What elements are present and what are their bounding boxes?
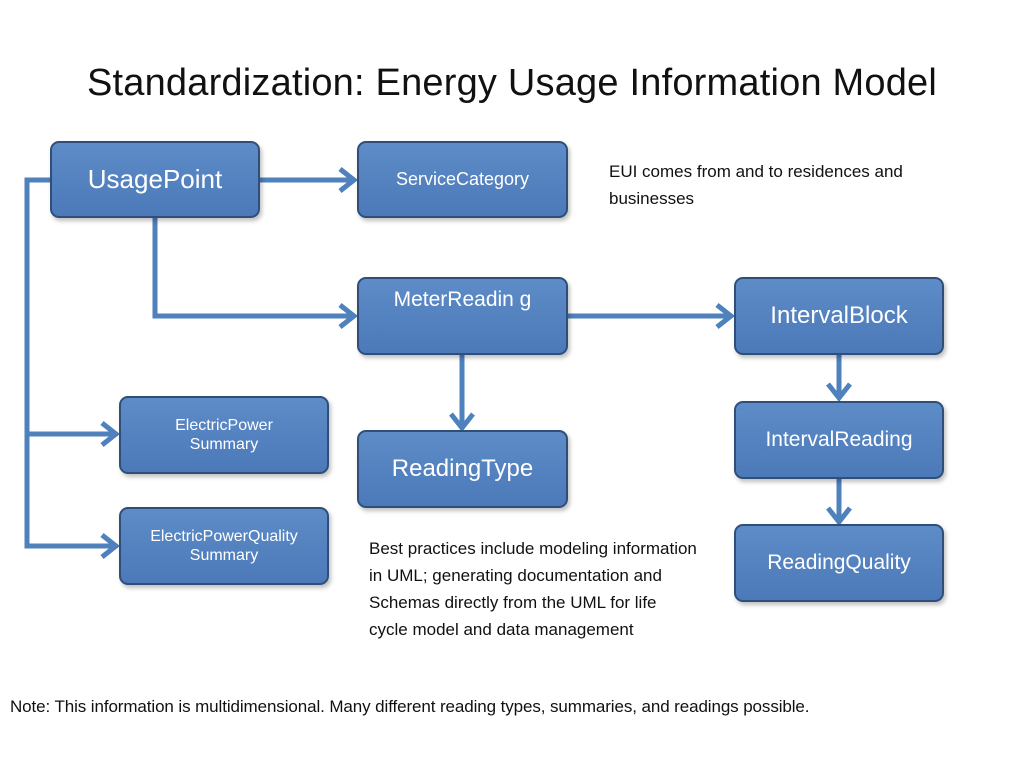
electric-power-quality-summary-label: ElectricPowerQuality Summary <box>150 527 298 564</box>
service-category-node: ServiceCategory <box>357 141 568 218</box>
arrowhead-readingtype <box>449 412 475 433</box>
electric-power-summary-node: ElectricPower Summary <box>119 396 329 474</box>
reading-type-node: ReadingType <box>357 430 568 508</box>
electric-power-summary-label: ElectricPower Summary <box>175 416 273 453</box>
eui-note: EUI comes from and to residences and bus… <box>609 162 903 208</box>
arrowhead-intervalblock <box>715 303 736 329</box>
slide-title: Standardization: Energy Usage Informatio… <box>86 62 938 104</box>
arrowhead-intervalreading <box>826 382 852 403</box>
electric-power-quality-summary-node: ElectricPowerQuality Summary <box>119 507 329 585</box>
connector-usagepoint-bus <box>24 177 114 549</box>
interval-reading-label: IntervalReading <box>765 428 913 452</box>
arrowhead-electricpowersummary <box>100 421 121 447</box>
reading-quality-label: ReadingQuality <box>767 551 911 575</box>
meter-reading-node: MeterReadin g <box>357 277 568 355</box>
usage-point-label: UsagePoint <box>87 163 223 194</box>
connector-usagepoint-meterreading <box>152 217 352 319</box>
footer-note: Note: This information is multidimension… <box>10 697 810 716</box>
usage-point-node: UsagePoint <box>50 141 260 218</box>
reading-type-label: ReadingType <box>391 454 534 482</box>
reading-quality-node: ReadingQuality <box>734 524 944 602</box>
interval-block-label: IntervalBlock <box>770 301 908 329</box>
interval-block-node: IntervalBlock <box>734 277 944 355</box>
arrowhead-electricpowerqualitysummary <box>100 533 121 559</box>
service-category-label: ServiceCategory <box>395 168 530 189</box>
arrowhead-servicecategory <box>338 167 359 193</box>
best-practices-note: Best practices include modeling informat… <box>369 539 697 639</box>
interval-reading-node: IntervalReading <box>734 401 944 479</box>
arrowhead-meterreading <box>338 303 359 329</box>
meter-reading-label: MeterReadin g <box>393 288 532 311</box>
arrowhead-readingquality <box>826 506 852 527</box>
